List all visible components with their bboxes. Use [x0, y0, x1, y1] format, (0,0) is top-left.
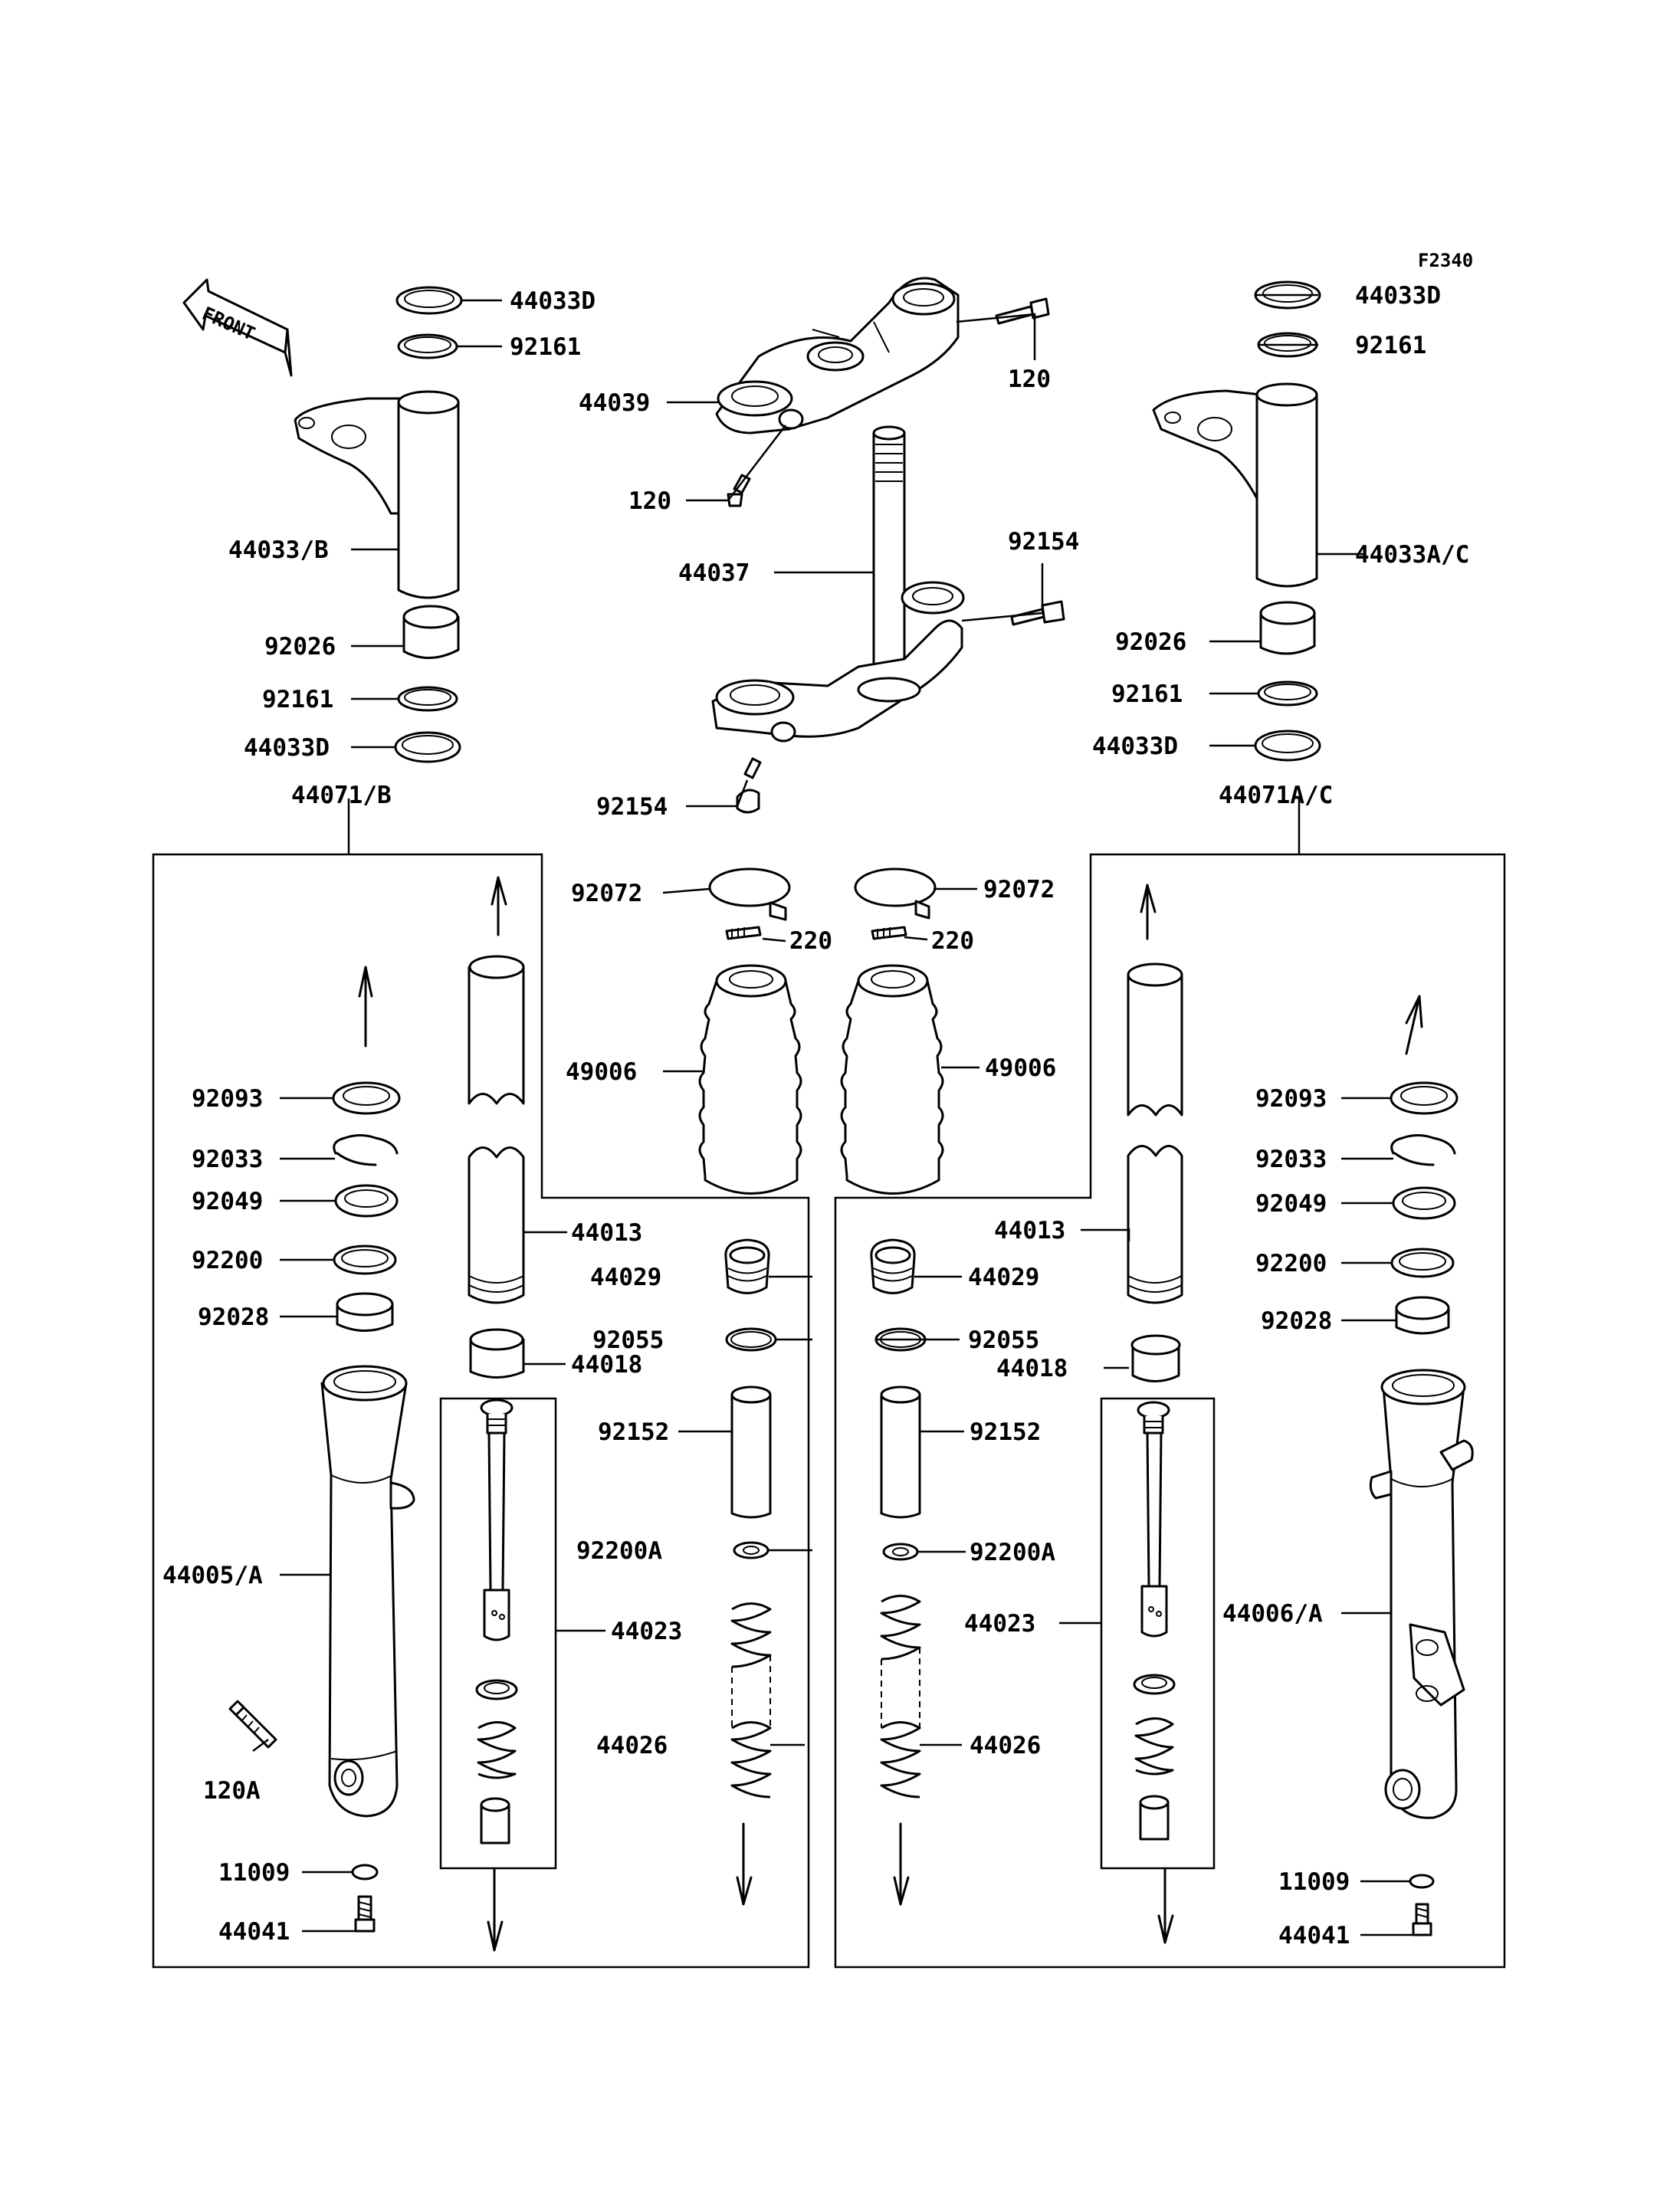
label-220-left: 220: [789, 927, 832, 955]
label-44029-right: 44029: [968, 1264, 1039, 1291]
label-44039: 44039: [579, 389, 650, 417]
label-92161-top-right: 92161: [1355, 332, 1426, 359]
right-spring-parts: [870, 1238, 927, 1906]
right-seal-stack: [1390, 995, 1459, 1335]
label-44033d-bottom-left: 44033D: [244, 734, 330, 762]
right-boot-clamp: [854, 867, 937, 940]
right-cartridge: [1133, 1401, 1176, 1944]
label-92200a-left: 92200A: [576, 1537, 662, 1565]
label-92154-right: 92154: [1008, 528, 1079, 556]
label-44013-right: 44013: [994, 1217, 1065, 1244]
left-fork-boot: [698, 964, 802, 1195]
label-92055-left: 92055: [592, 1326, 664, 1354]
label-92093-right: 92093: [1255, 1085, 1327, 1113]
label-49006-left: 49006: [566, 1058, 637, 1086]
label-44013-left: 44013: [571, 1219, 642, 1247]
label-44018-right: 44018: [996, 1355, 1068, 1382]
right-fork-boot: [840, 964, 944, 1195]
label-92049-left: 92049: [192, 1188, 263, 1215]
label-92026-left: 92026: [264, 633, 336, 661]
right-fork-box: [834, 853, 1506, 1969]
part-labels: 44033D 92161 44033/B 92026 92161 44033D …: [162, 282, 1469, 1949]
label-44029-left: 44029: [590, 1264, 661, 1291]
figure-code: F2340: [1418, 250, 1473, 271]
label-44005a: 44005/A: [162, 1562, 263, 1589]
label-92033-left: 92033: [192, 1146, 263, 1173]
label-92072-left: 92072: [571, 880, 642, 907]
lower-triple-clamp: [711, 581, 1065, 814]
right-inner-tube: [1127, 884, 1183, 1382]
label-92154-left: 92154: [596, 793, 668, 821]
label-44071b: 44071/B: [291, 782, 392, 809]
leader-lines: [252, 293, 1413, 1936]
label-44018-left: 44018: [571, 1351, 642, 1379]
label-44023-left: 44023: [611, 1618, 682, 1645]
label-44033d-bottom-right: 44033D: [1092, 733, 1178, 760]
left-inner-tube: [468, 876, 525, 1379]
left-upper-tube-parts: [294, 286, 463, 763]
front-arrow-icon: FRONT: [182, 278, 293, 377]
label-92072-right: 92072: [983, 876, 1055, 903]
label-44026-left: 44026: [596, 1732, 668, 1759]
label-120-right: 120: [1008, 366, 1051, 393]
label-120a: 120A: [203, 1777, 261, 1805]
label-220-right: 220: [931, 927, 974, 955]
label-92161-mid-right: 92161: [1111, 680, 1183, 708]
label-44041-left: 44041: [218, 1918, 290, 1946]
label-44033d-top-left: 44033D: [510, 287, 596, 315]
label-44037: 44037: [678, 559, 750, 587]
label-120-left: 120: [628, 487, 671, 515]
label-44033b: 44033/B: [228, 536, 329, 564]
label-92093-left: 92093: [192, 1085, 263, 1113]
left-outer-tube: [320, 1365, 415, 1818]
left-spring-parts: [724, 1238, 777, 1906]
label-44071ac: 44071A/C: [1219, 782, 1333, 809]
label-49006-right: 49006: [985, 1054, 1056, 1082]
label-44041-right: 44041: [1278, 1922, 1350, 1949]
left-drain-parts: [351, 1864, 379, 1933]
label-92200-right: 92200: [1255, 1250, 1327, 1277]
label-92200a-right: 92200A: [970, 1539, 1055, 1566]
upper-triple-clamp: [715, 277, 1050, 507]
right-upper-tube-parts: [1152, 280, 1321, 762]
label-92033-right: 92033: [1255, 1146, 1327, 1173]
label-92161-top-left: 92161: [510, 333, 581, 361]
label-44006a: 44006/A: [1222, 1600, 1323, 1628]
left-boot-clamp: [708, 867, 791, 940]
left-seal-stack: [332, 966, 401, 1332]
label-44033d-top-right: 44033D: [1355, 282, 1441, 310]
label-92200-left: 92200: [192, 1247, 263, 1274]
label-92028-right: 92028: [1261, 1307, 1332, 1335]
left-cartridge: [475, 1399, 518, 1952]
label-92055-right: 92055: [968, 1326, 1039, 1354]
label-92152-left: 92152: [598, 1418, 669, 1446]
label-44033ac: 44033A/C: [1355, 541, 1469, 569]
label-44026-right: 44026: [970, 1732, 1041, 1759]
label-92026-right: 92026: [1115, 628, 1186, 656]
label-92049-right: 92049: [1255, 1190, 1327, 1218]
label-92161-mid-left: 92161: [262, 686, 333, 713]
right-outer-tube: [1369, 1369, 1474, 1819]
label-44023-right: 44023: [964, 1610, 1035, 1638]
right-cartridge-box: [1100, 1397, 1216, 1870]
left-fork-box: [152, 853, 810, 1969]
steering-stem: [872, 425, 906, 699]
right-drain-parts: [1409, 1874, 1435, 1936]
left-cartridge-box: [439, 1397, 557, 1870]
label-11009-right: 11009: [1278, 1868, 1350, 1896]
label-92028-left: 92028: [198, 1303, 269, 1331]
label-92152-right: 92152: [970, 1418, 1041, 1446]
left-axle-bolt: [228, 1700, 277, 1749]
label-11009-left: 11009: [218, 1859, 290, 1887]
